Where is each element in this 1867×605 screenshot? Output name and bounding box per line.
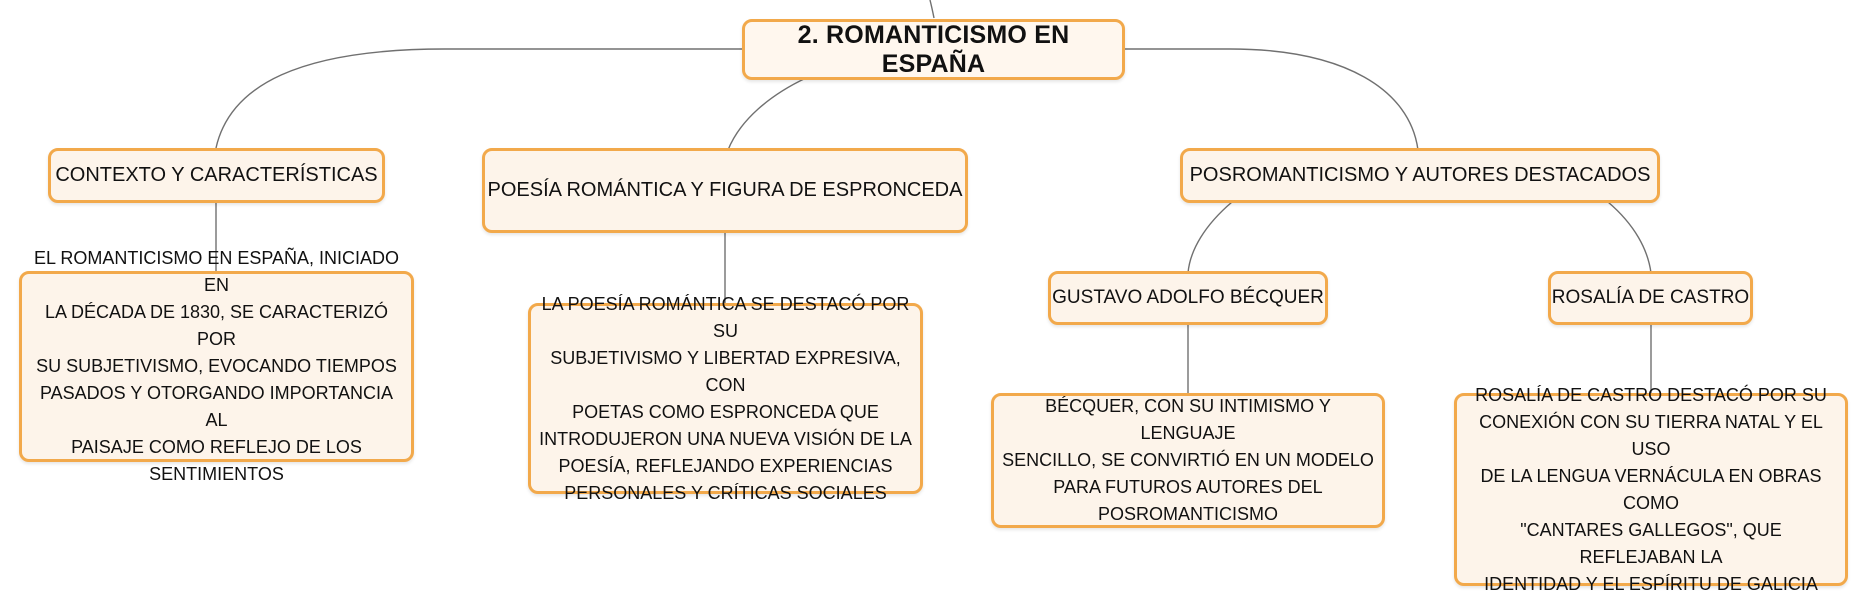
topic-label: CONTEXTO Y CARACTERÍSTICAS [55, 164, 378, 186]
subtopic-rosalia[interactable]: ROSALÍA DE CASTRO [1548, 271, 1753, 325]
detail-rosalia[interactable]: ROSALÍA DE CASTRO DESTACÓ POR SU CONEXIÓ… [1454, 385, 1848, 594]
connector-posrom-becquer [1187, 201, 1233, 274]
topic-posromanticismo[interactable]: POSROMANTICISMO Y AUTORES DESTACADOS [1180, 148, 1660, 203]
connector-posrom-rosalia [1607, 201, 1652, 274]
detail-contexto-caracteristicas[interactable]: EL ROMANTICISMO EN ESPAÑA, INICIADO EN L… [19, 248, 414, 484]
connector-root-posromanticismo [1125, 48, 1419, 151]
connector-root-contexto [215, 48, 742, 149]
topic-contexto-caracteristicas[interactable]: CONTEXTO Y CARACTERÍSTICAS [48, 148, 385, 203]
connector-root-poesia [727, 77, 807, 151]
detail-text: ROSALÍA DE CASTRO DESTACÓ POR SU CONEXIÓ… [1475, 384, 1827, 594]
detail-becquer[interactable]: BÉCQUER, CON SU INTIMISMO Y LENGUAJE SEN… [991, 393, 1385, 528]
root-label: 2. ROMANTICISMO EN ESPAÑA [797, 20, 1070, 78]
subtopic-label: GUSTAVO ADOLFO BÉCQUER [1052, 287, 1324, 308]
topic-label: POSROMANTICISMO Y AUTORES DESTACADOS [1189, 164, 1651, 186]
detail-text: BÉCQUER, CON SU INTIMISMO Y LENGUAJE SEN… [1002, 396, 1374, 524]
detail-poesia-espronceda[interactable]: LA POESÍA ROMÁNTICA SE DESTACÓ POR SU SU… [528, 294, 923, 503]
detail-text: EL ROMANTICISMO EN ESPAÑA, INICIADO EN L… [33, 248, 400, 484]
subtopic-label: ROSALÍA DE CASTRO [1551, 287, 1750, 308]
connector-root-parent [929, 0, 935, 19]
topic-label: POESÍA ROMÁNTICA Y FIGURA DE ESPRONCEDA [487, 179, 963, 201]
root-node[interactable]: 2. ROMANTICISMO EN ESPAÑA [742, 19, 1125, 80]
detail-text: LA POESÍA ROMÁNTICA SE DESTACÓ POR SU SU… [539, 293, 912, 503]
subtopic-becquer[interactable]: GUSTAVO ADOLFO BÉCQUER [1048, 271, 1328, 325]
topic-poesia-espronceda[interactable]: POESÍA ROMÁNTICA Y FIGURA DE ESPRONCEDA [482, 148, 968, 233]
